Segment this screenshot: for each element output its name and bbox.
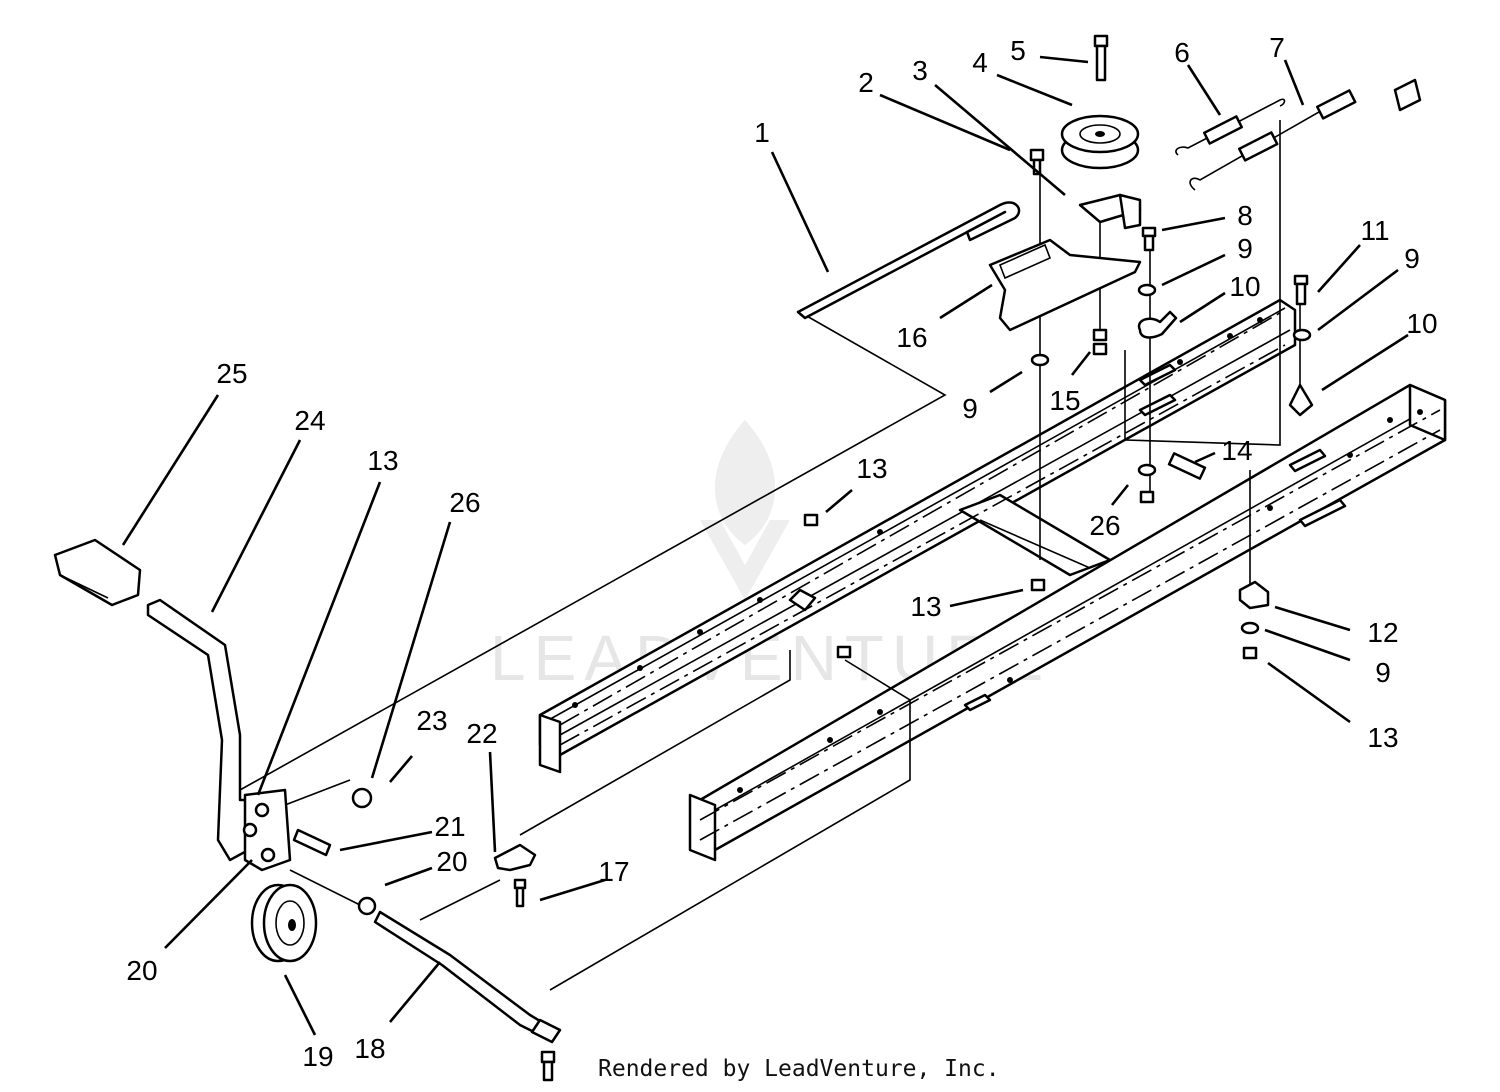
callout-25: 25 <box>216 358 247 389</box>
bolt-bottom <box>540 1050 556 1082</box>
pedal-pad <box>53 538 142 607</box>
callout-3: 3 <box>912 55 928 86</box>
callout-6: 6 <box>1174 37 1190 68</box>
spring-14 <box>1167 452 1207 480</box>
frame-rails <box>538 298 1447 862</box>
callout-13: 13 <box>910 591 941 622</box>
callout-20: 20 <box>436 846 467 877</box>
bolt-5 <box>1093 34 1109 82</box>
idler-bracket <box>988 238 1142 332</box>
clip <box>493 843 537 872</box>
callout-20: 20 <box>126 955 157 986</box>
callout-26: 26 <box>1089 510 1120 541</box>
link-10 <box>1137 310 1178 339</box>
washers-nuts <box>788 283 1312 660</box>
bolt-11 <box>1293 274 1309 306</box>
idler-pulley <box>1060 114 1140 170</box>
callout-21: 21 <box>434 811 465 842</box>
footer-credit: Rendered by LeadVenture, Inc. <box>598 1056 1000 1082</box>
idler-rod <box>796 201 1021 320</box>
callout-15: 15 <box>1049 385 1080 416</box>
pin <box>292 828 332 857</box>
callout-10: 10 <box>1406 308 1437 339</box>
callout-24: 24 <box>294 405 325 436</box>
callout-10: 10 <box>1229 271 1260 302</box>
spring-7 <box>1189 78 1422 191</box>
callout-9: 9 <box>1404 243 1420 274</box>
callout-13: 13 <box>1367 722 1398 753</box>
callout-18: 18 <box>354 1033 385 1064</box>
callout-19: 19 <box>302 1041 333 1072</box>
callout-22: 22 <box>466 718 497 749</box>
callout-2: 2 <box>858 67 874 98</box>
callout-4: 4 <box>972 47 988 78</box>
callout-16: 16 <box>896 322 927 353</box>
callout-9: 9 <box>962 393 978 424</box>
callout-9: 9 <box>1237 233 1253 264</box>
callout-13: 13 <box>856 453 887 484</box>
bolt-8 <box>1141 226 1157 252</box>
bolt-2 <box>1029 148 1045 176</box>
link-10b <box>1288 383 1314 417</box>
spring-6 <box>1175 98 1286 156</box>
callout-1: 1 <box>754 117 770 148</box>
callout-11: 11 <box>1360 215 1389 246</box>
washer-23 <box>351 787 373 809</box>
washer-20 <box>357 896 377 916</box>
leader-lines <box>121 55 1409 1036</box>
callout-23: 23 <box>416 705 447 736</box>
callout-9: 9 <box>1375 657 1391 688</box>
bolt-17 <box>513 878 527 908</box>
callout-8: 8 <box>1237 200 1253 231</box>
pulley-19 <box>250 883 318 963</box>
callout-7: 7 <box>1269 32 1285 63</box>
callout-5: 5 <box>1010 35 1026 66</box>
control-rod <box>373 910 557 1042</box>
callout-17: 17 <box>598 856 629 887</box>
callout-13: 13 <box>367 445 398 476</box>
callout-12: 12 <box>1367 617 1398 648</box>
callout-14: 14 <box>1221 435 1252 466</box>
callout-26: 26 <box>449 487 480 518</box>
